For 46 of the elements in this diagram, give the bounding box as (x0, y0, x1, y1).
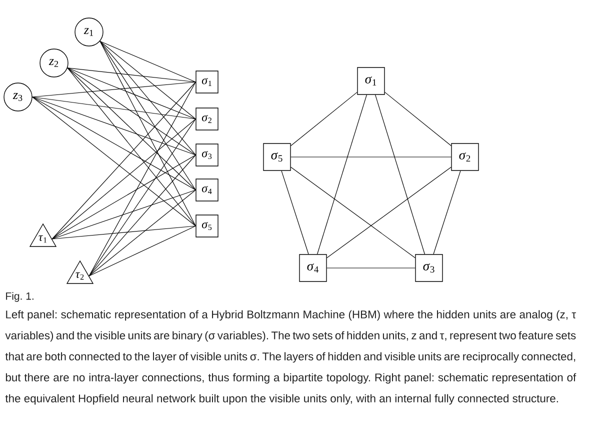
connection-line (100, 40, 196, 82)
connection-line (52, 154, 196, 240)
connection-line (317, 94, 367, 254)
connection-line (100, 40, 196, 156)
connection-line (67, 68, 196, 120)
unit-square: σ$_{3}$ (196, 144, 218, 166)
connection-line (290, 92, 358, 146)
connection-line (88, 154, 196, 276)
connection-line (67, 68, 196, 190)
connection-line (32, 96, 196, 190)
connection-line (52, 226, 196, 240)
connection-line (290, 166, 416, 258)
unit-square: σ$_{1}$ (357, 67, 385, 95)
connection-line (32, 96, 196, 156)
connection-line (67, 68, 196, 226)
connection-line (32, 96, 196, 226)
unit-square: σ$_{1}$ (196, 70, 218, 94)
caption-text: Left panel: schematic representation of a Hybrid Boltzmann Machine (HBM) where the hidden units are analog (z, τ variables) and the visible units are binary (σ variables). The two sets of hidden units, z and τ, represent two feature sets that are both connected to the layer of visible units σ. The layers of hidden and visible units are reciprocally connected, but there are no intra-layer connections, thus forming a bipartite topology. Right panel: schematic representation of the equivalent Hopfield neural network built upon the visible units only, with an internal fully connected structure. (5, 310, 576, 405)
connection-line (100, 40, 196, 190)
unit-square: σ$_{2}$ (451, 143, 479, 171)
connection-line (375, 94, 425, 254)
connection-line (100, 40, 196, 120)
unit-square: σ$_{5}$ (263, 143, 291, 171)
connection-line (433, 170, 461, 254)
connection-line (52, 118, 196, 240)
unit-square: σ$_{5}$ (196, 214, 218, 238)
connection-line (290, 156, 452, 158)
unit-square: σ$_{2}$ (196, 108, 218, 130)
connection-line (326, 166, 452, 258)
connection-line (52, 190, 196, 240)
connection-line (32, 82, 196, 98)
connection-line (88, 226, 196, 276)
connection-line (100, 40, 196, 226)
connection-line (384, 92, 452, 146)
connection-line (88, 190, 196, 276)
connection-line (52, 82, 196, 240)
connection-line (281, 170, 309, 254)
unit-square: σ$_{4}$ (299, 254, 327, 282)
connection-line (67, 68, 196, 82)
figure-label: Fig. 1. (6, 292, 34, 302)
connection-line (32, 96, 196, 120)
unit-square: σ$_{4}$ (196, 178, 218, 202)
unit-square: σ$_{3}$ (415, 254, 443, 282)
connection-line (88, 82, 196, 276)
connection-line (67, 68, 196, 156)
connection-line (88, 118, 196, 276)
